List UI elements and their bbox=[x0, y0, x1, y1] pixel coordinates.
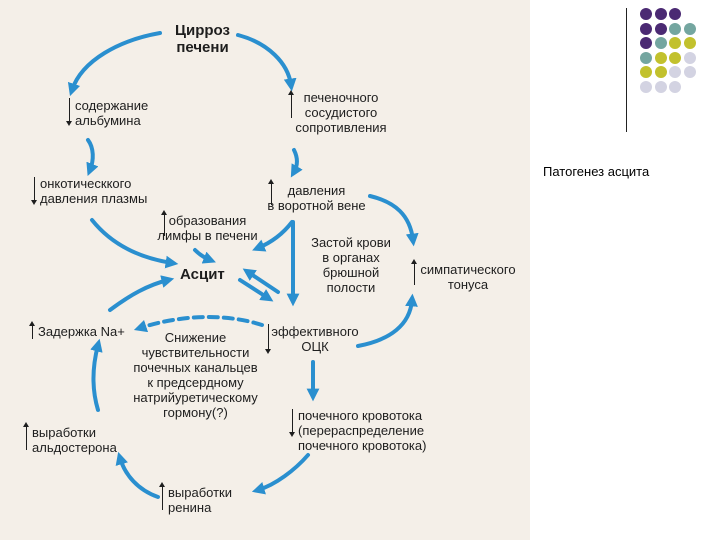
sensitivity-label: Снижение чувствительности почечных канал… bbox=[133, 330, 258, 420]
arrow-effective-volume-to-sympathetic bbox=[356, 293, 418, 348]
arrow-sensitivity-to-sodium bbox=[133, 315, 264, 333]
node-ascites: Асцит bbox=[180, 266, 225, 283]
increase-arrow-icon bbox=[288, 90, 294, 118]
arrow-ascites-to-effective-volume bbox=[238, 278, 274, 302]
dot bbox=[683, 66, 696, 78]
congestion-label: Застой крови в органах брюшной полости bbox=[311, 235, 391, 295]
cirrhosis-label: Цирроз печени bbox=[175, 22, 230, 56]
node-renal-flow: почечного кровотока (перераспределение п… bbox=[289, 408, 427, 453]
dot bbox=[683, 37, 696, 49]
arrow-resistance-to-portal-pressure bbox=[290, 148, 303, 178]
dot bbox=[640, 80, 652, 93]
node-lymph: образования лимфы в печени bbox=[150, 210, 265, 243]
dot bbox=[654, 51, 667, 64]
increase-arrow-icon bbox=[159, 482, 165, 510]
node-portal-pressure: давления в воротной вене bbox=[259, 179, 374, 213]
renin-label: выработки ренина bbox=[168, 485, 233, 515]
slide-title: Патогенез асцита bbox=[543, 164, 650, 179]
dot bbox=[669, 22, 681, 35]
node-renin: выработки ренина bbox=[159, 482, 233, 515]
dot bbox=[669, 51, 681, 64]
dot bbox=[683, 22, 696, 35]
node-albumin: содержание альбумина bbox=[66, 98, 149, 128]
arrow-renin-to-aldosterone bbox=[115, 451, 160, 499]
sodium-label: Задержка Na+ bbox=[38, 324, 125, 339]
dot bbox=[654, 22, 667, 35]
increase-arrow-icon bbox=[411, 259, 417, 285]
node-sympathetic: симпатического тонуса bbox=[411, 259, 522, 292]
decrease-arrow-icon bbox=[265, 324, 271, 354]
increase-arrow-icon bbox=[268, 179, 274, 205]
decrease-arrow-icon bbox=[66, 98, 72, 126]
arrow-oncotic-to-ascites bbox=[90, 218, 179, 269]
arrow-albumin-to-oncotic bbox=[86, 138, 99, 176]
dot bbox=[669, 66, 681, 78]
oncotic-label: онкотическкого давления плазмы bbox=[40, 176, 148, 206]
dot bbox=[640, 66, 652, 78]
dot bbox=[669, 80, 681, 93]
dot bbox=[654, 8, 667, 20]
dot bbox=[640, 22, 652, 35]
node-oncotic: онкотическкого давления плазмы bbox=[31, 176, 148, 206]
dot bbox=[654, 66, 667, 78]
effective-volume-label: эффективного ОЦК bbox=[271, 324, 359, 354]
node-sodium: Задержка Na+ bbox=[29, 321, 125, 339]
node-cirrhosis: Цирроз печени bbox=[160, 22, 245, 56]
decrease-arrow-icon bbox=[289, 409, 295, 437]
diagram-background bbox=[0, 0, 530, 540]
dot bbox=[640, 37, 652, 49]
portal-pressure-label: давления в воротной вене bbox=[267, 183, 366, 213]
node-portal-resistance: печеночного сосудистого сопротивления bbox=[288, 90, 394, 135]
arrow-effective-volume-to-ascites bbox=[242, 268, 280, 294]
node-congestion: Застой крови в органах брюшной полости bbox=[303, 235, 399, 295]
dot bbox=[669, 37, 681, 49]
arrow-sodium-to-ascites bbox=[108, 275, 175, 312]
increase-arrow-icon bbox=[23, 422, 29, 450]
increase-arrow-icon bbox=[161, 210, 167, 236]
dot bbox=[683, 51, 696, 64]
albumin-label: содержание альбумина bbox=[75, 98, 149, 128]
dot bbox=[640, 51, 652, 64]
arrow-portal-to-sympathetic bbox=[368, 194, 419, 247]
arrow-lymph-to-ascites bbox=[193, 248, 216, 264]
aldosterone-label: выработки альдостерона bbox=[32, 425, 117, 455]
dot bbox=[654, 80, 667, 93]
arrow-aldosterone-to-sodium bbox=[90, 338, 103, 412]
vertical-divider bbox=[626, 8, 627, 132]
increase-arrow-icon bbox=[29, 321, 35, 339]
ascites-label: Асцит bbox=[180, 266, 225, 283]
dot bbox=[640, 8, 652, 20]
node-effective-volume: эффективного ОЦК bbox=[265, 324, 365, 354]
lymph-label: образования лимфы в печени bbox=[157, 213, 258, 243]
arrow-cirrhosis-to-resistance bbox=[236, 33, 297, 92]
renal-flow-label: почечного кровотока (перераспределение п… bbox=[298, 408, 427, 453]
dot bbox=[669, 8, 681, 20]
decrease-arrow-icon bbox=[31, 177, 37, 205]
dot bbox=[654, 37, 667, 49]
arrow-portal-to-lymph bbox=[252, 220, 294, 252]
arrow-cirrhosis-to-albumin bbox=[67, 31, 162, 97]
portal-resistance-label: печеночного сосудистого сопротивления bbox=[295, 90, 387, 135]
pathogenesis-diagram bbox=[67, 31, 419, 499]
arrow-renal-flow-to-renin bbox=[251, 453, 310, 495]
node-aldosterone: выработки альдостерона bbox=[23, 422, 117, 455]
node-sensitivity: Снижение чувствительности почечных канал… bbox=[118, 330, 273, 420]
sympathetic-label: симпатического тонуса bbox=[420, 262, 516, 292]
